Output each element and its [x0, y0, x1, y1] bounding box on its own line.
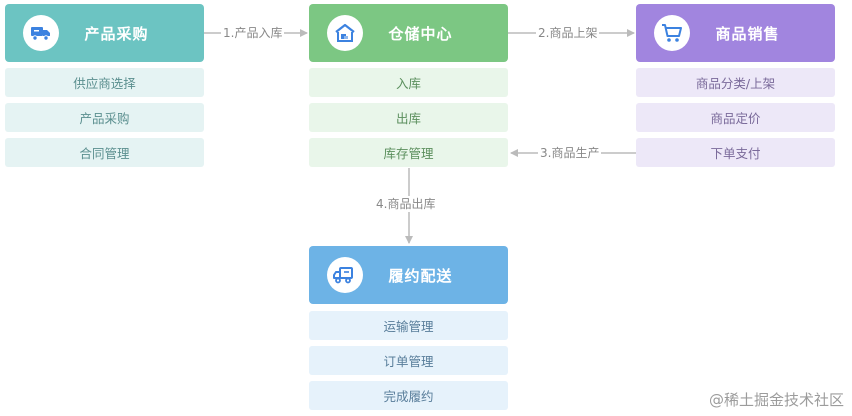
node-procurement-header[interactable]: 产品采购 [5, 4, 204, 62]
cart-icon [654, 15, 690, 51]
node-warehouse-title: 仓储中心 [388, 24, 453, 43]
edge-2-label: 2.商品上架 [536, 25, 600, 41]
warehouse-item-inventory[interactable]: 库存管理 [309, 138, 508, 167]
node-warehouse-header[interactable]: 仓储中心 [309, 4, 508, 62]
node-procurement-title: 产品采购 [84, 24, 149, 43]
edge-3-label: 3.商品生产 [538, 145, 602, 161]
sales-item-payment[interactable]: 下单支付 [636, 138, 835, 167]
procurement-item-purchase[interactable]: 产品采购 [5, 103, 204, 132]
truck-icon [23, 15, 59, 51]
edge-4-label: 4.商品出库 [374, 196, 438, 212]
node-sales-title: 商品销售 [715, 24, 780, 43]
warehouse-item-outbound[interactable]: 出库 [309, 103, 508, 132]
node-fulfillment-title: 履约配送 [388, 266, 453, 285]
node-sales-header[interactable]: 商品销售 [636, 4, 835, 62]
fulfillment-item-transport[interactable]: 运输管理 [309, 311, 508, 340]
procurement-item-contract[interactable]: 合同管理 [5, 138, 204, 167]
procurement-item-supplier[interactable]: 供应商选择 [5, 68, 204, 97]
warehouse-item-inbound[interactable]: 入库 [309, 68, 508, 97]
node-fulfillment-header[interactable]: 履约配送 [309, 246, 508, 304]
warehouse-icon [327, 15, 363, 51]
fulfillment-item-complete[interactable]: 完成履约 [309, 381, 508, 410]
watermark: @稀土掘金技术社区 [708, 391, 844, 409]
edge-1-label: 1.产品入库 [221, 25, 285, 41]
sales-item-pricing[interactable]: 商品定价 [636, 103, 835, 132]
delivery-truck-icon [327, 257, 363, 293]
sales-item-category[interactable]: 商品分类/上架 [636, 68, 835, 97]
fulfillment-item-order[interactable]: 订单管理 [309, 346, 508, 375]
